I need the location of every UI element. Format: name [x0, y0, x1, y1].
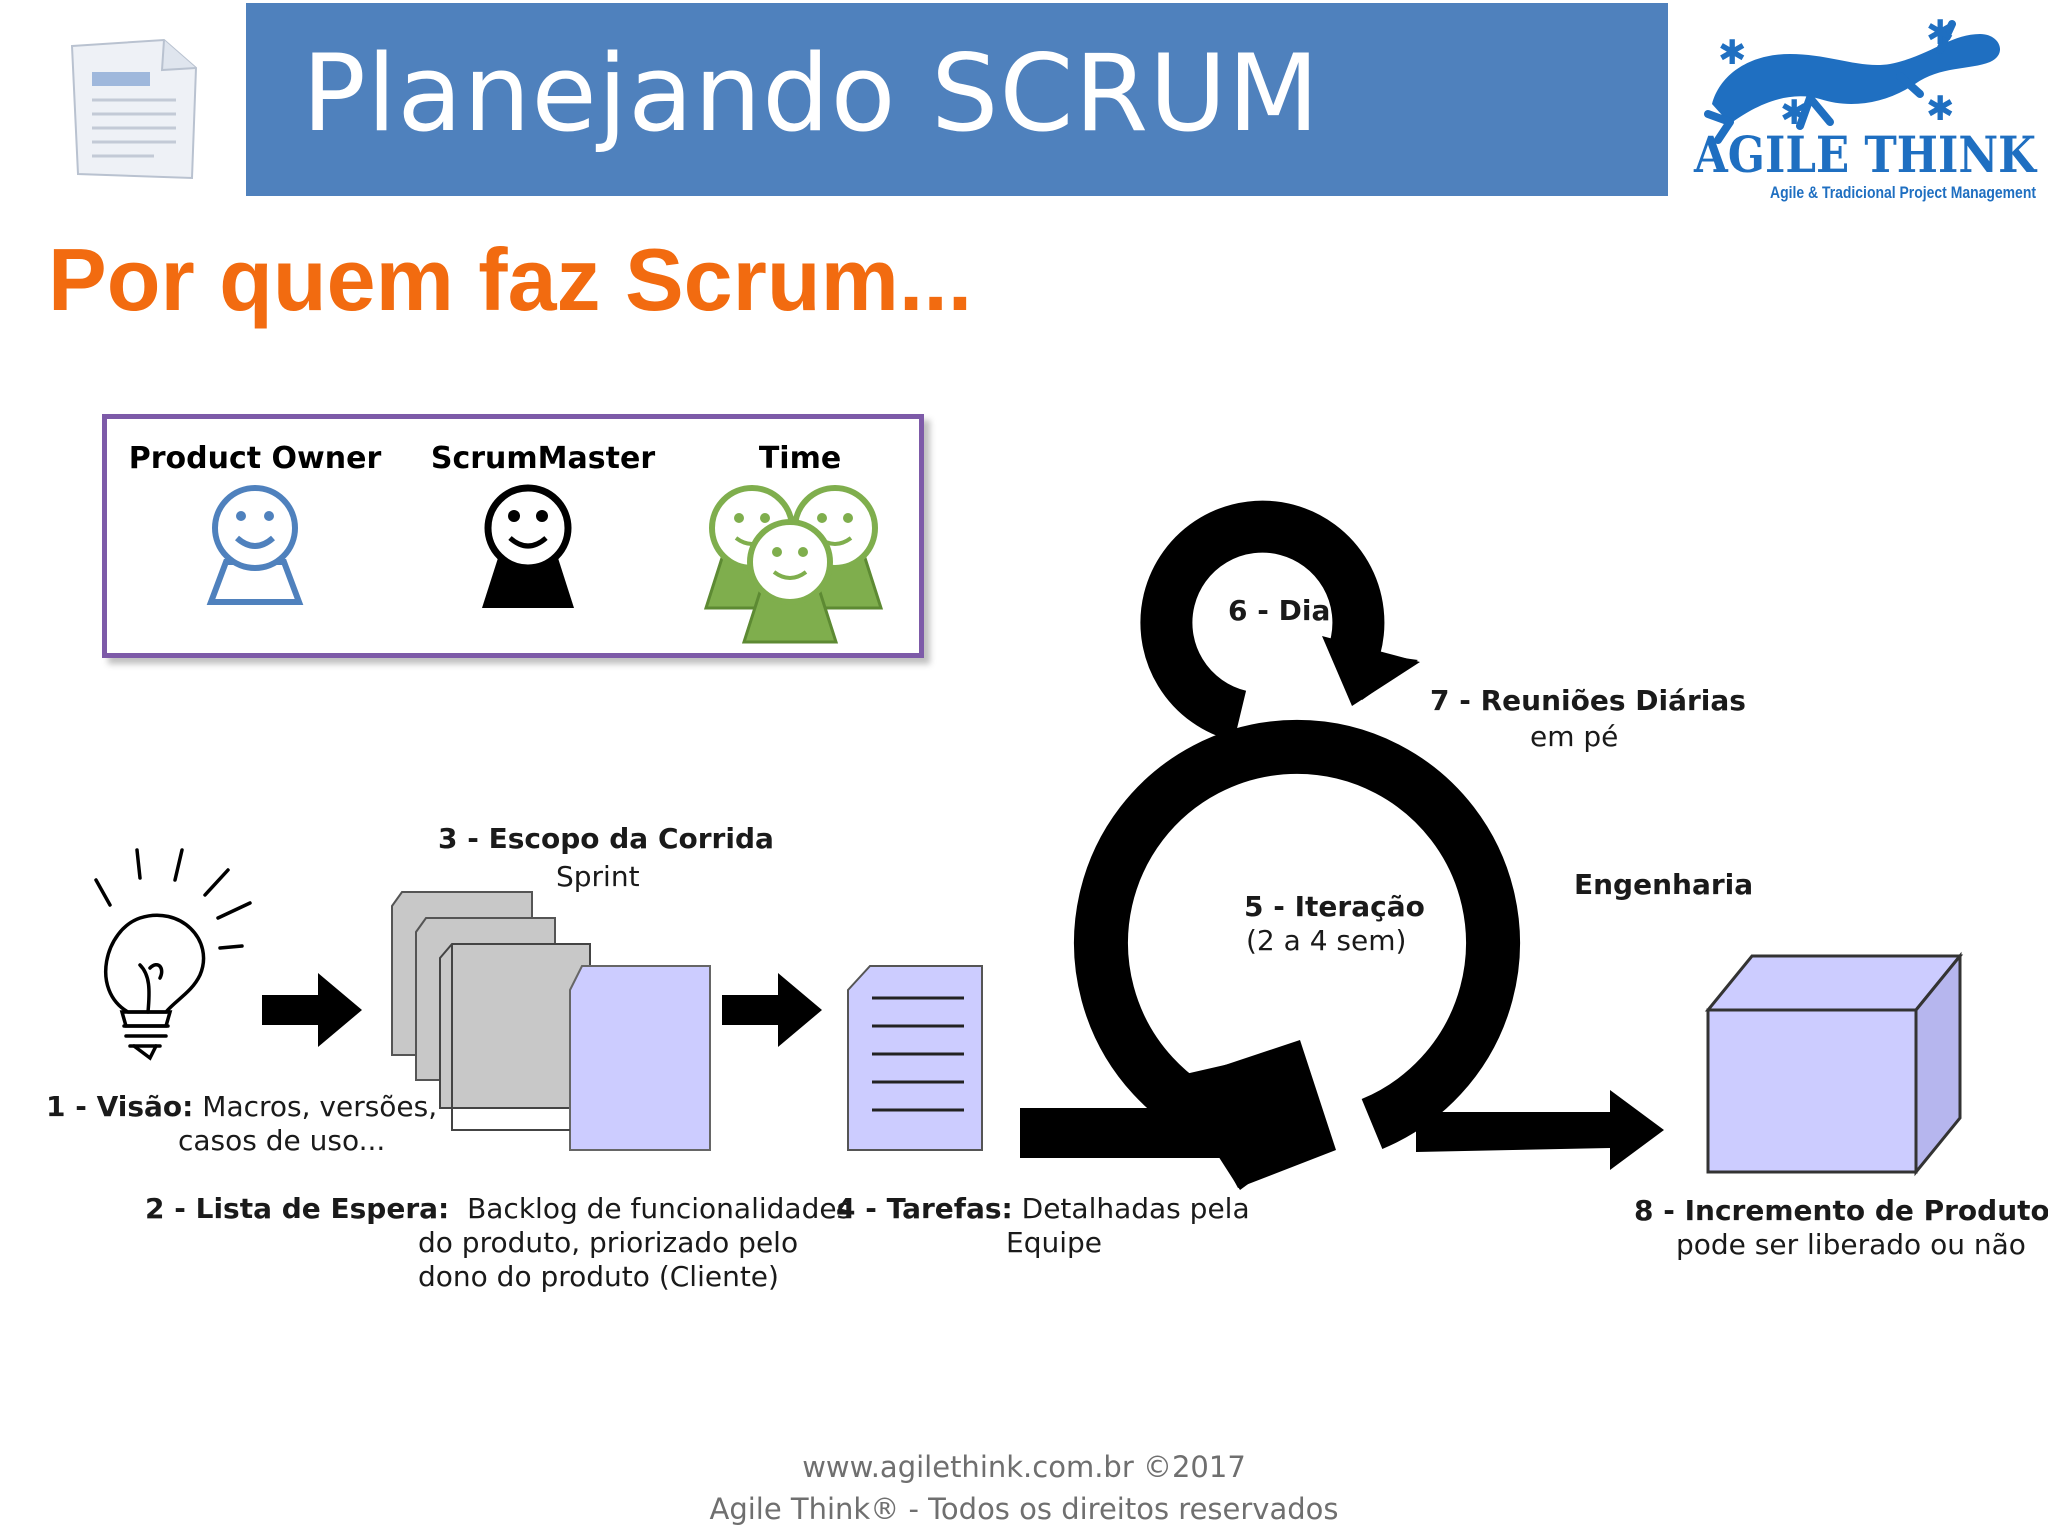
step-5-title: 5 - Iteração: [1244, 890, 1425, 923]
tasks-document-icon: [847, 965, 983, 1151]
daily-loop-arrow: [1140, 500, 1385, 742]
iteration-loop-arrow: [1074, 720, 1520, 1149]
step-1-line1: Macros, versões,: [202, 1090, 438, 1123]
step-2-lista: 2 - Lista de Espera: Backlog de funciona…: [145, 1192, 851, 1226]
lightbulb-icon: [94, 848, 252, 1061]
page-title: Planejando SCRUM: [302, 32, 1321, 155]
arrow-visao-to-lista: [262, 973, 362, 1047]
step-2-number: 2 - Lista de Espera:: [145, 1192, 450, 1225]
role-label-scrummaster: ScrumMaster: [430, 441, 656, 476]
step-1-number: 1 - Visão:: [46, 1090, 194, 1123]
footer-copyright: Agile Think® - Todos os direitos reserva…: [709, 1492, 1339, 1526]
step-8-sub: pode ser liberado ou não: [1676, 1228, 2026, 1261]
step-1-visao: 1 - Visão: Macros, versões,: [46, 1090, 437, 1124]
step-3-sub: Sprint: [556, 860, 640, 893]
logo-name: AGILE THINK: [1693, 125, 2037, 184]
svg-text:✱: ✱: [1718, 33, 1747, 73]
step-2-line3: dono do produto (Cliente): [418, 1260, 779, 1293]
engenharia-label: Engenharia: [1574, 868, 1754, 901]
footer-url: www.agilethink.com.br ©2017: [802, 1450, 1246, 1484]
step-5-sub: (2 a 4 sem): [1246, 924, 1407, 957]
document-icon: [70, 38, 198, 180]
scrummaster-icon: [482, 484, 574, 608]
step-4-number: 4 - Tarefas:: [836, 1192, 1013, 1225]
agile-think-logo: ✱ ✱ ✱ ✱ AGILE THINK Agile & Tradicional …: [1693, 14, 2037, 202]
svg-text:✱: ✱: [1780, 93, 1809, 133]
step-7-title: 7 - Reuniões Diárias: [1430, 684, 1746, 717]
gecko-icon: ✱ ✱ ✱ ✱: [1704, 14, 2001, 144]
product-owner-icon: [206, 485, 304, 605]
step-4-line1: Detalhadas pela: [1021, 1192, 1250, 1225]
step-2-line2: do produto, priorizado pelo: [418, 1226, 799, 1259]
step-4-line2: Equipe: [1006, 1226, 1102, 1259]
step-3-title: 3 - Escopo da Corrida: [438, 822, 774, 855]
role-label-product-owner: Product Owner: [128, 441, 382, 476]
step-1-line2: casos de uso...: [178, 1124, 386, 1157]
backlog-stack-icon: [391, 891, 711, 1151]
footer: www.agilethink.com.br ©2017 Agile Think®…: [0, 1446, 2048, 1530]
arrow-lista-to-tarefas: [722, 973, 822, 1047]
step-2-line1: Backlog de funcionalidades: [467, 1192, 852, 1225]
step-6-title: 6 - Dia: [1228, 594, 1331, 627]
svg-text:✱: ✱: [1926, 89, 1955, 129]
product-increment-cube-icon: [1704, 951, 1964, 1177]
step-8-title: 8 - Incremento de Produto: [1634, 1194, 2048, 1227]
step-7-sub: em pé: [1530, 720, 1619, 753]
team-icon: [703, 485, 884, 644]
subtitle: Por quem faz Scrum...: [48, 230, 973, 329]
title-bar: Planejando SCRUM: [246, 3, 1668, 196]
svg-text:✱: ✱: [1926, 14, 1955, 53]
arrow-iteracao-to-incremento: [1416, 1090, 1664, 1170]
logo-tagline: Agile & Tradicional Project Management: [1770, 183, 2036, 202]
role-label-time: Time: [758, 441, 842, 476]
step-4-tarefas: 4 - Tarefas: Detalhadas pela: [836, 1192, 1250, 1226]
